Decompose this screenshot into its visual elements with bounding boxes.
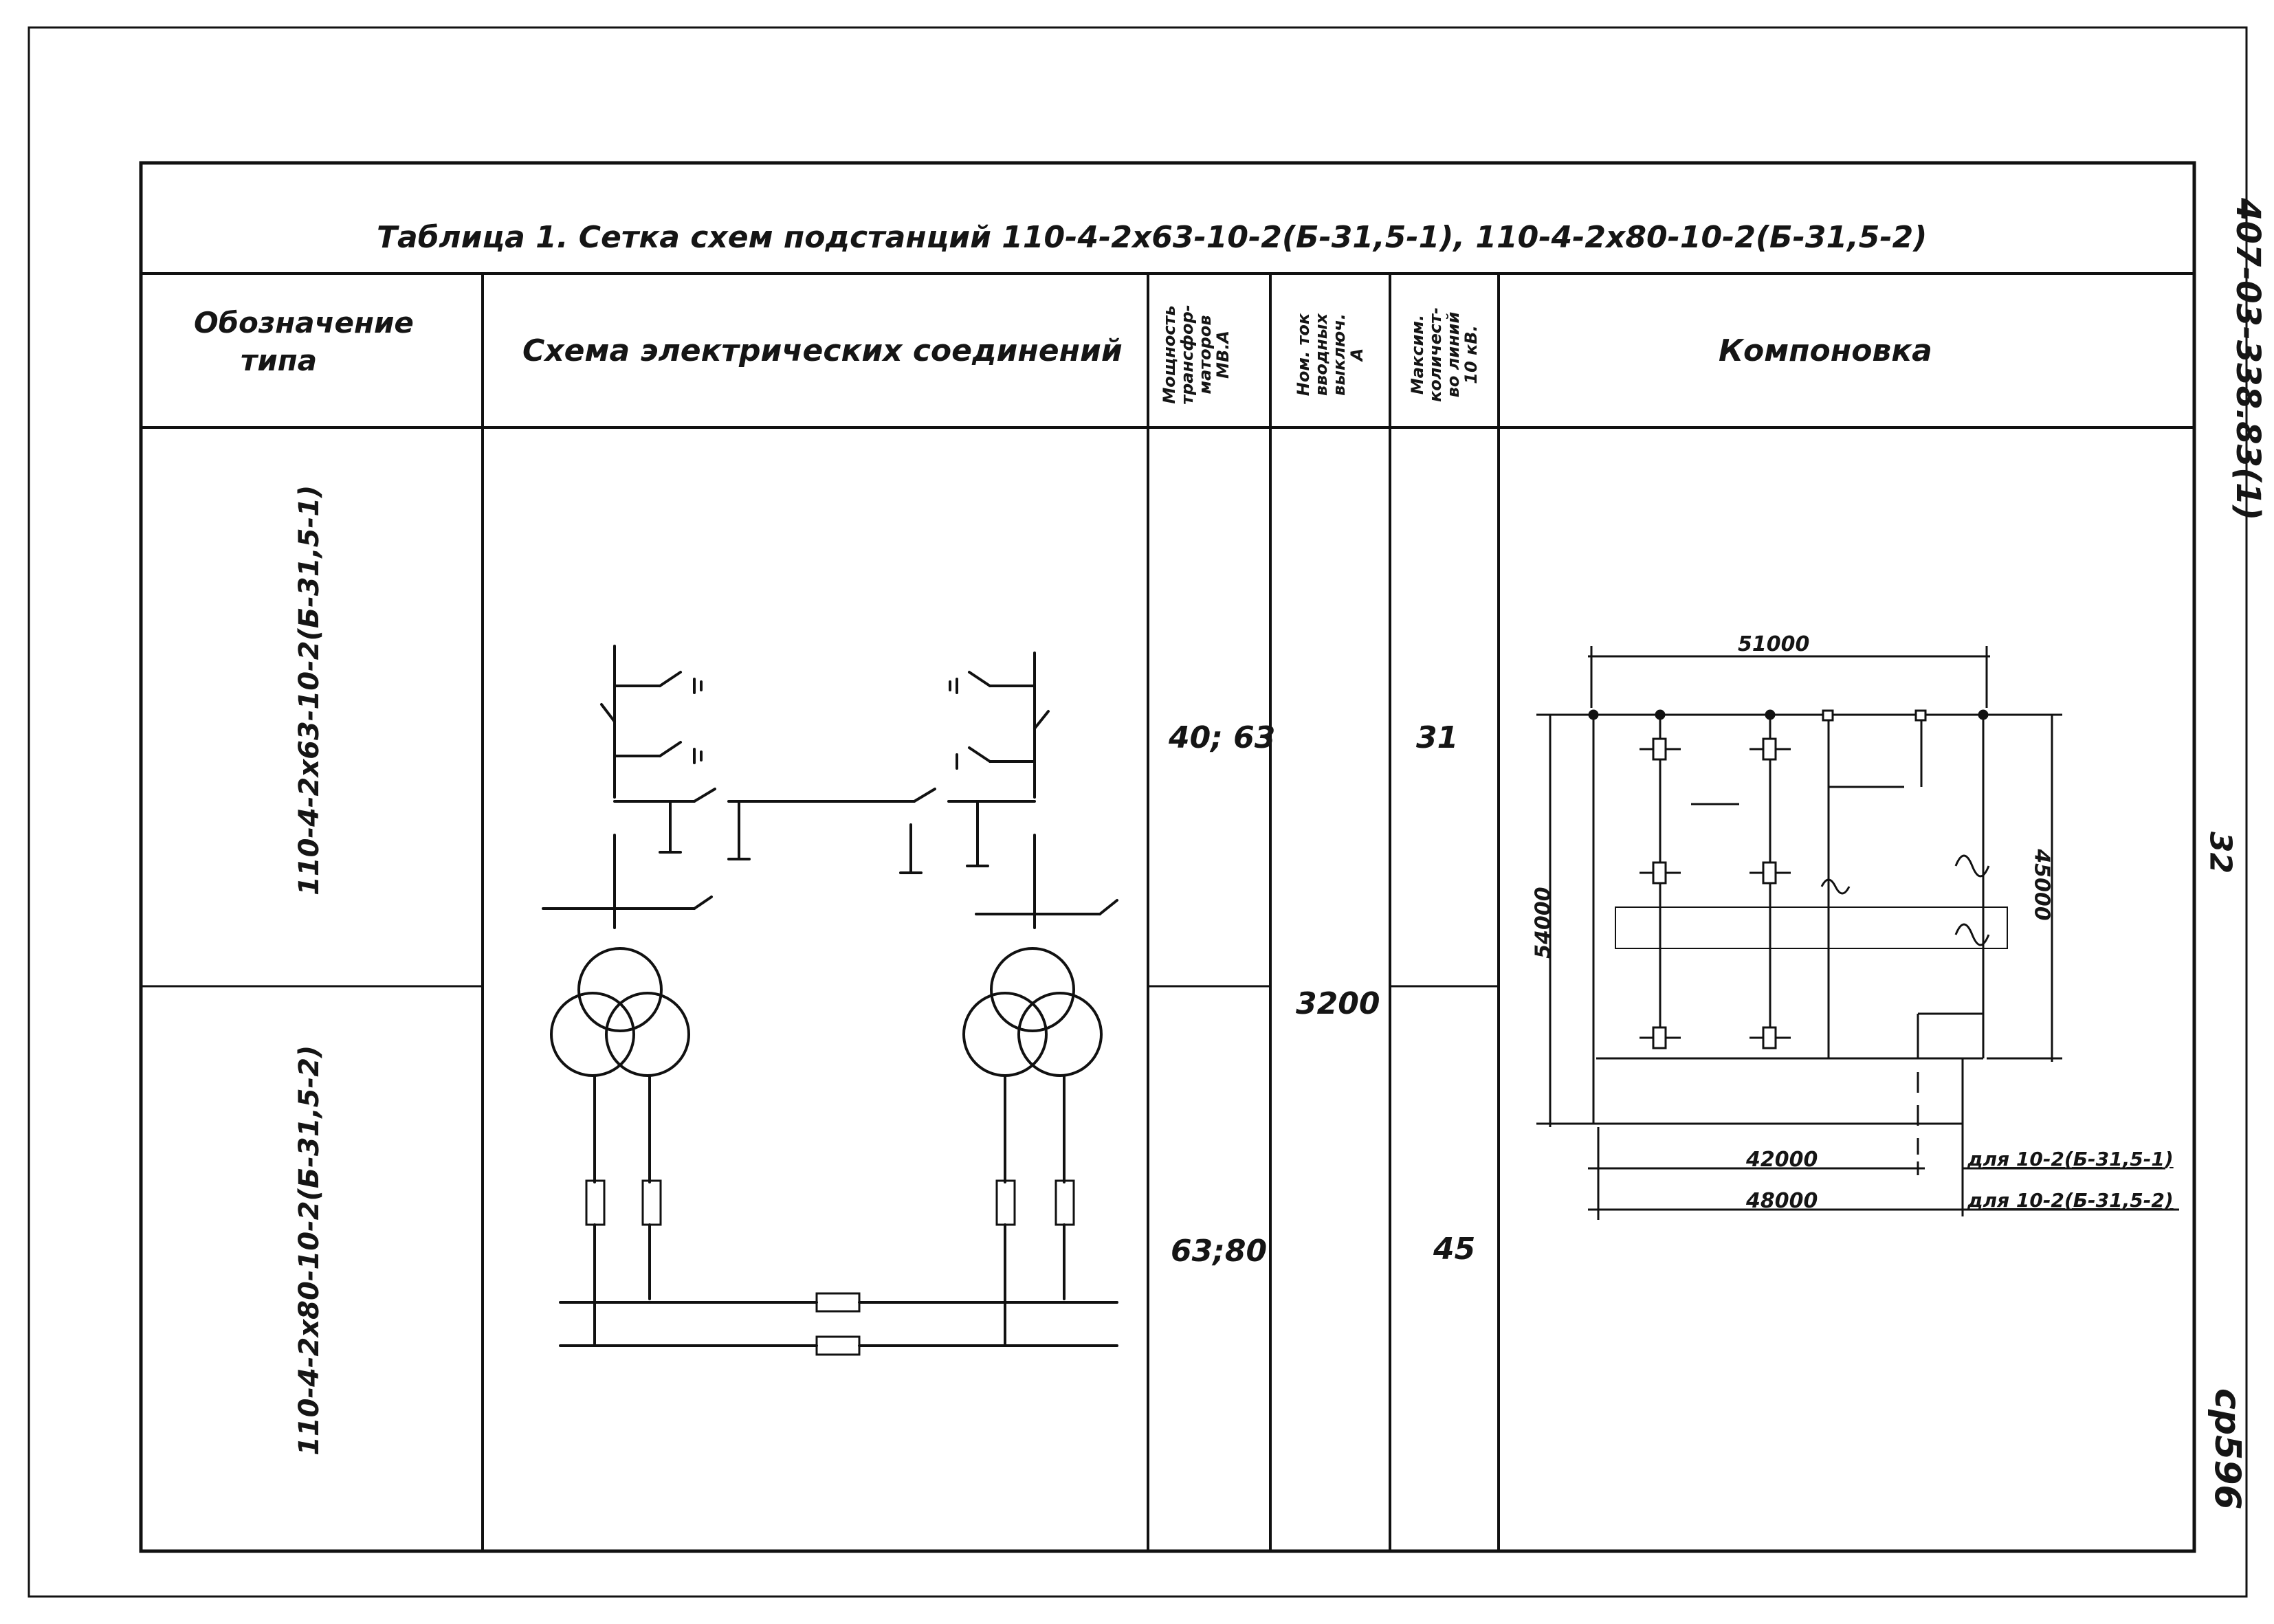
row-1-power: 40; 63 — [1169, 720, 1276, 755]
row-2-lines: 45 — [1433, 1232, 1476, 1267]
row-2-power: 63;80 — [1171, 1234, 1268, 1269]
header-layout: Компоновка — [1719, 333, 1932, 368]
dim-bottom-2: 48000 — [1746, 1189, 1818, 1213]
dim-note-2: для 10-2(Б-31,5-2) — [1967, 1189, 2174, 1212]
dim-left: 54000 — [1531, 887, 1556, 959]
header-type-line-2: типа — [241, 344, 318, 377]
table-title: Таблица 1. Сетка схем подстанций 110-4-2… — [377, 220, 1928, 255]
header-type-line-1: Обозначение — [194, 306, 414, 340]
dim-bottom-1: 42000 — [1746, 1148, 1818, 1172]
row-1-lines: 31 — [1416, 720, 1459, 755]
header-scheme: Схема электрических соединений — [522, 333, 1123, 368]
outer-frame — [27, 26, 2248, 1598]
rated-current: 3200 — [1296, 986, 1380, 1021]
dim-note-1: для 10-2(Б-31,5-1) — [1967, 1148, 2174, 1170]
table-frame — [139, 161, 2196, 1553]
dim-right: 45000 — [2029, 849, 2054, 921]
dim-top: 51000 — [1738, 632, 1810, 656]
